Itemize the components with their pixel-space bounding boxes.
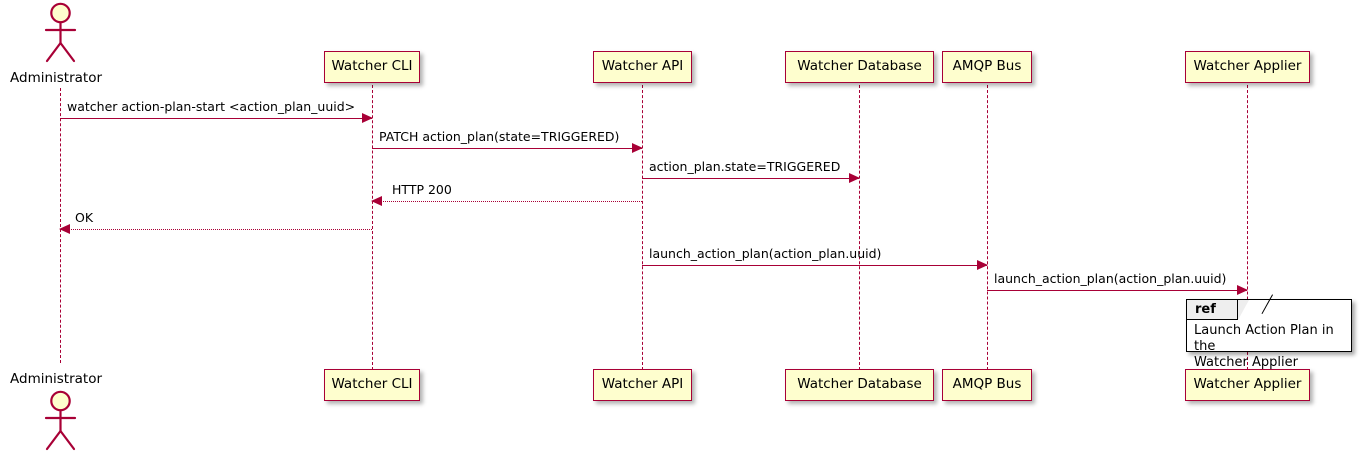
arrowhead-right-icon (362, 112, 373, 123)
ref-fragment: ref Launch Action Plan in the Watcher Ap… (1186, 299, 1352, 370)
message-line (372, 148, 642, 149)
lifeline-watcher-api (642, 85, 643, 370)
actor-administrator-bottom (38, 390, 83, 452)
participant-label: Watcher Applier (1193, 58, 1302, 75)
ref-fragment-tab-corner-icon (1238, 300, 1249, 320)
participant-watcher-cli-bottom[interactable]: Watcher CLI (324, 369, 420, 401)
arrowhead-right-icon (977, 259, 988, 270)
arrowhead-right-icon (632, 142, 643, 153)
message-line (987, 290, 1247, 291)
participant-watcher-api-top[interactable]: Watcher API (593, 51, 692, 83)
participant-watcher-applier-bottom[interactable]: Watcher Applier (1185, 369, 1310, 401)
lifeline-watcher-applier (1247, 85, 1248, 370)
lifeline-watcher-cli (372, 85, 373, 370)
message-label: launch_action_plan(action_plan.uuid) (994, 271, 1227, 287)
participant-label: Watcher API (601, 58, 684, 75)
lifeline-amqp-bus (987, 85, 988, 370)
arrowhead-right-icon (849, 172, 860, 183)
participant-label: Watcher Applier (1193, 376, 1302, 393)
participant-label: AMQP Bus (952, 376, 1022, 393)
actor-label-administrator-bottom: Administrator (10, 371, 103, 387)
participant-amqp-bus-top[interactable]: AMQP Bus (942, 51, 1032, 83)
message-label: action_plan.state=TRIGGERED (649, 159, 841, 175)
message-line (60, 118, 372, 119)
message-label: watcher action-plan-start <action_plan_u… (67, 99, 356, 115)
participant-watcher-cli-top[interactable]: Watcher CLI (324, 51, 420, 83)
actor-administrator-top (38, 2, 83, 64)
message-line (60, 229, 372, 230)
arrowhead-left-icon (59, 223, 70, 234)
participant-label: Watcher Database (797, 58, 922, 75)
message-line (642, 265, 987, 266)
actor-label-administrator-top: Administrator (10, 70, 103, 86)
participant-label: Watcher Database (797, 376, 922, 393)
participant-label: Watcher CLI (331, 376, 413, 393)
participant-amqp-bus-bottom[interactable]: AMQP Bus (942, 369, 1032, 401)
ref-fragment-tab: ref (1187, 300, 1238, 320)
message-label: PATCH action_plan(state=TRIGGERED) (379, 129, 620, 145)
message-label: OK (75, 210, 94, 226)
participant-label: AMQP Bus (952, 58, 1022, 75)
participant-watcher-database-top[interactable]: Watcher Database (785, 51, 934, 83)
participant-watcher-database-bottom[interactable]: Watcher Database (785, 369, 934, 401)
participant-label: Watcher API (601, 376, 684, 393)
arrowhead-left-icon (371, 195, 382, 206)
ref-fragment-tab-label: ref (1195, 302, 1216, 317)
message-label: launch_action_plan(action_plan.uuid) (649, 246, 882, 262)
message-line (372, 201, 642, 202)
participant-watcher-applier-top[interactable]: Watcher Applier (1185, 51, 1310, 83)
lifeline-watcher-database (859, 85, 860, 370)
message-label: HTTP 200 (392, 182, 452, 198)
participant-label: Watcher CLI (331, 58, 413, 75)
participant-watcher-api-bottom[interactable]: Watcher API (593, 369, 692, 401)
ref-fragment-body: Launch Action Plan in the Watcher Applie… (1194, 323, 1334, 370)
message-line (642, 178, 859, 179)
